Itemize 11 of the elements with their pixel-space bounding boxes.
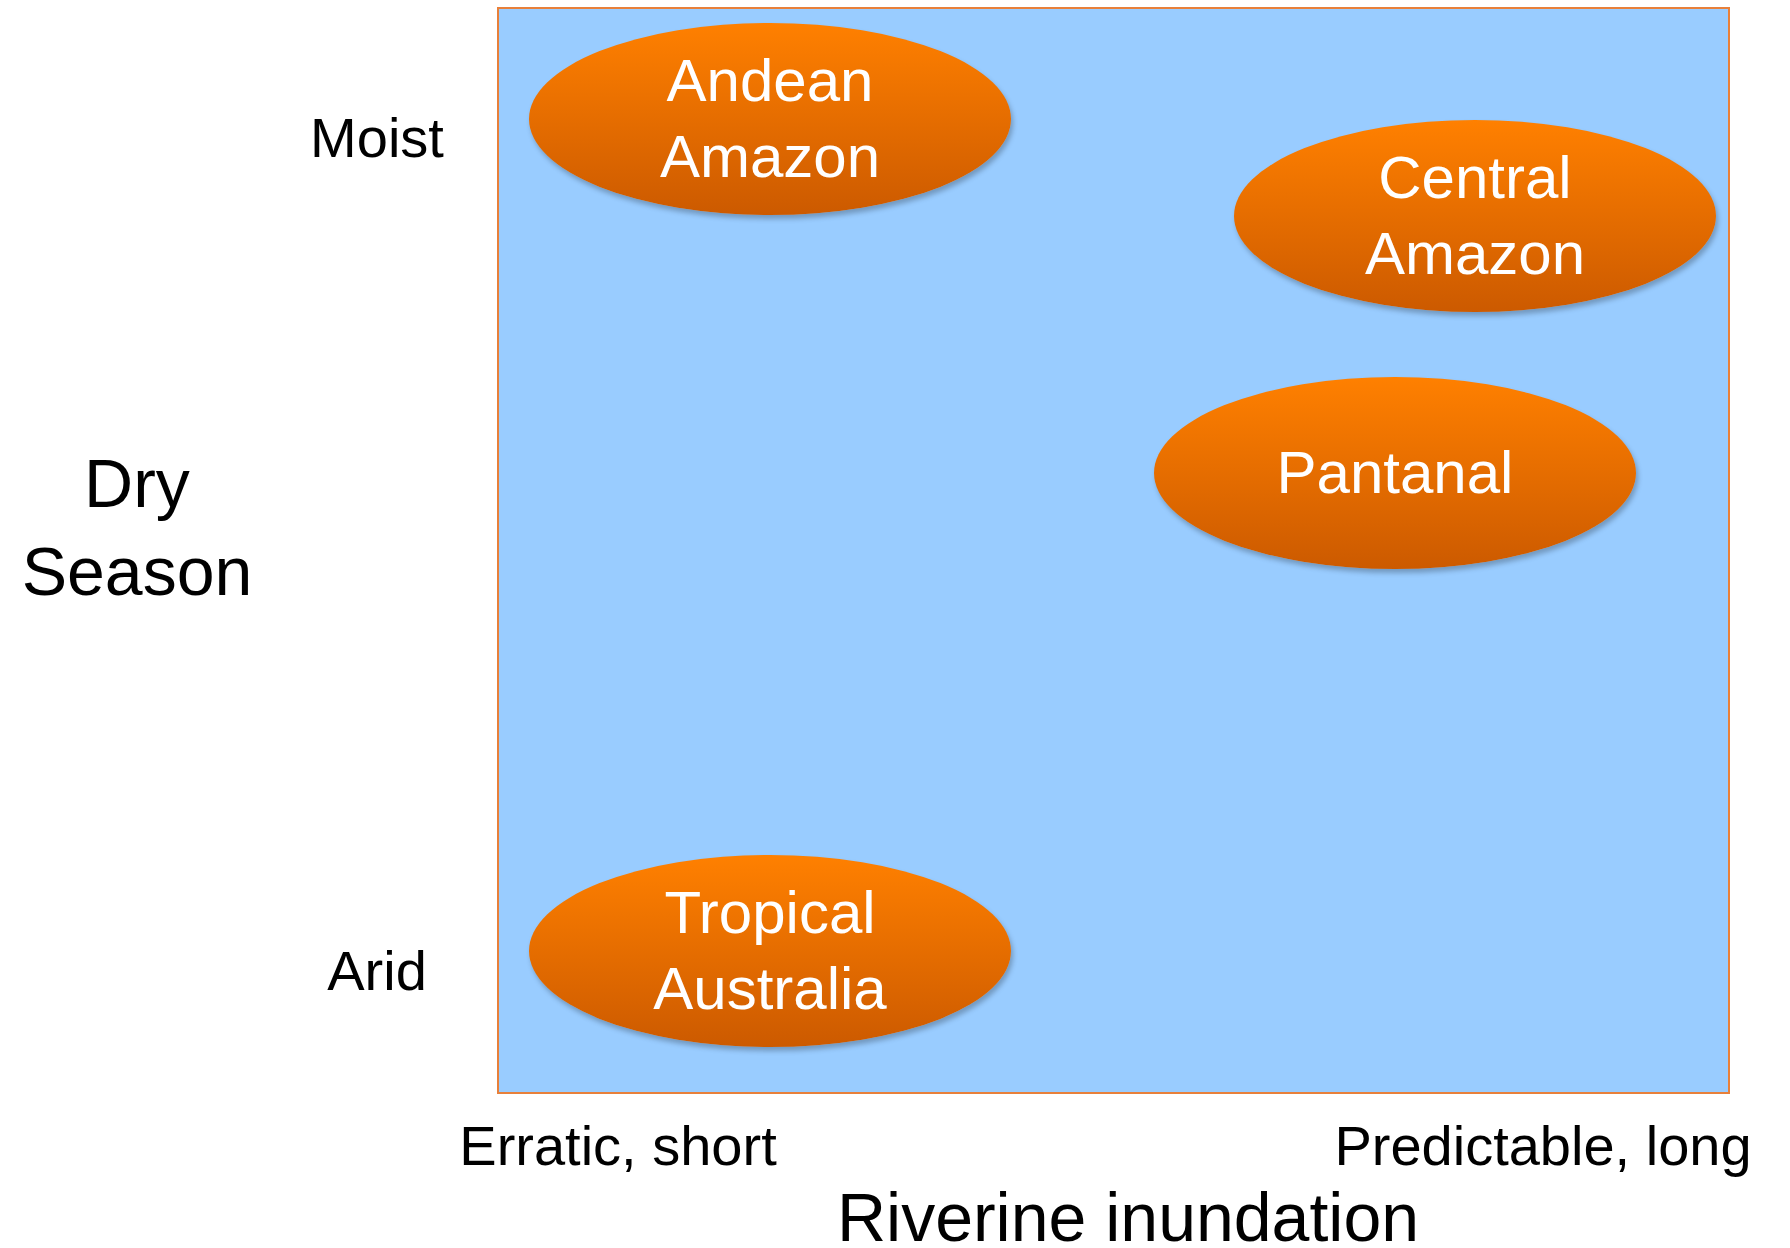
axis-tick-label: Moist	[310, 104, 444, 170]
axis-tick-label: Arid	[327, 937, 427, 1003]
chart-panel	[497, 7, 1730, 1094]
region-label: Andean Amazon	[658, 46, 882, 192]
region-label: Tropical Australia	[652, 878, 888, 1024]
axis-tick-label: Predictable, long	[1334, 1112, 1752, 1178]
region-label: Pantanal	[1275, 438, 1515, 508]
region-label: Central Amazon	[1363, 143, 1587, 289]
axis-tick-label: Erratic, short	[459, 1112, 777, 1178]
axis-title: Dry Season	[20, 444, 254, 611]
axis-title: Riverine inundation	[836, 1178, 1420, 1248]
